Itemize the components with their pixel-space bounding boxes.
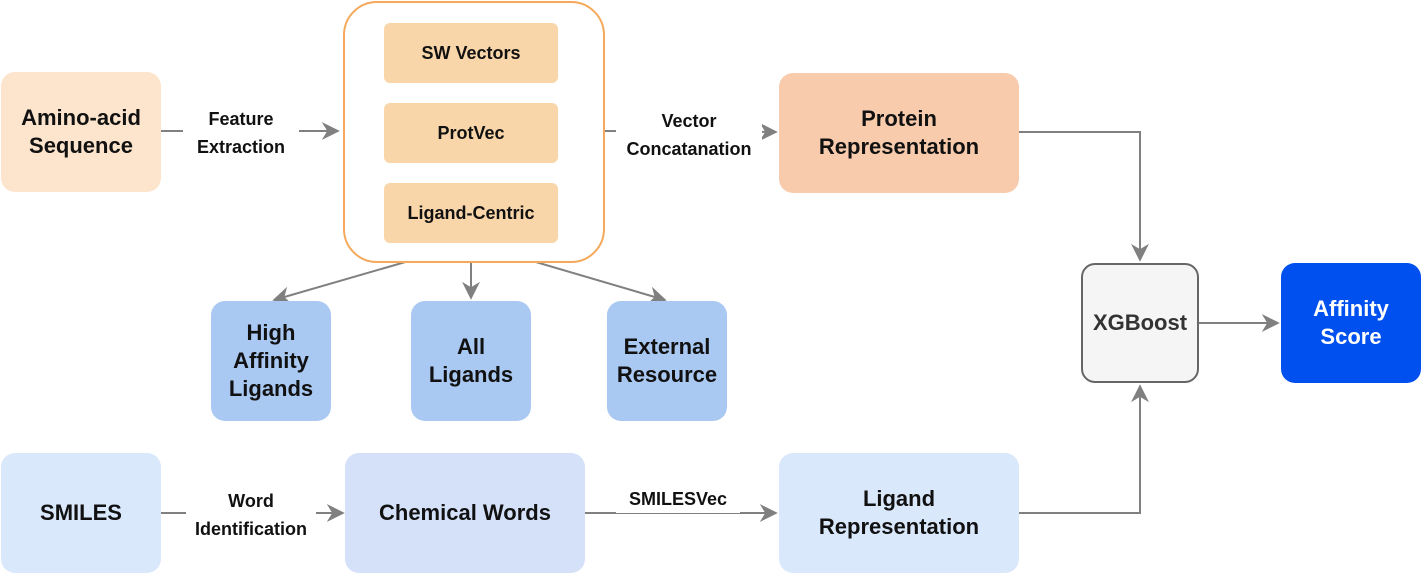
node-external-resource: External Resource xyxy=(607,301,727,421)
label-vector-concatanation: Vector Concatanation xyxy=(616,107,762,163)
node-protvec: ProtVec xyxy=(384,103,558,163)
node-smiles: SMILES xyxy=(1,453,161,573)
node-amino-acid-sequence: Amino-acid Sequence xyxy=(1,72,161,192)
label-smilesvec: SMILESVec xyxy=(616,485,740,513)
node-all-ligands: All Ligands xyxy=(411,301,531,421)
node-protein-representation: Protein Representation xyxy=(779,73,1019,193)
node-affinity-score: Affinity Score xyxy=(1281,263,1421,383)
node-xgboost: XGBoost xyxy=(1081,263,1199,383)
label-feature-extraction: Feature Extraction xyxy=(183,105,299,161)
edge-ligand-to-xgboost xyxy=(1019,384,1149,514)
node-ligand-representation: Ligand Representation xyxy=(779,453,1019,573)
node-high-affinity-ligands: High Affinity Ligands xyxy=(211,301,331,421)
label-word-identification: Word Identification xyxy=(186,487,316,543)
edge-protein-to-xgboost xyxy=(1019,131,1149,262)
node-ligand-centric: Ligand-Centric xyxy=(384,183,558,243)
node-chemical-words: Chemical Words xyxy=(345,453,585,573)
node-sw-vectors: SW Vectors xyxy=(384,23,558,83)
